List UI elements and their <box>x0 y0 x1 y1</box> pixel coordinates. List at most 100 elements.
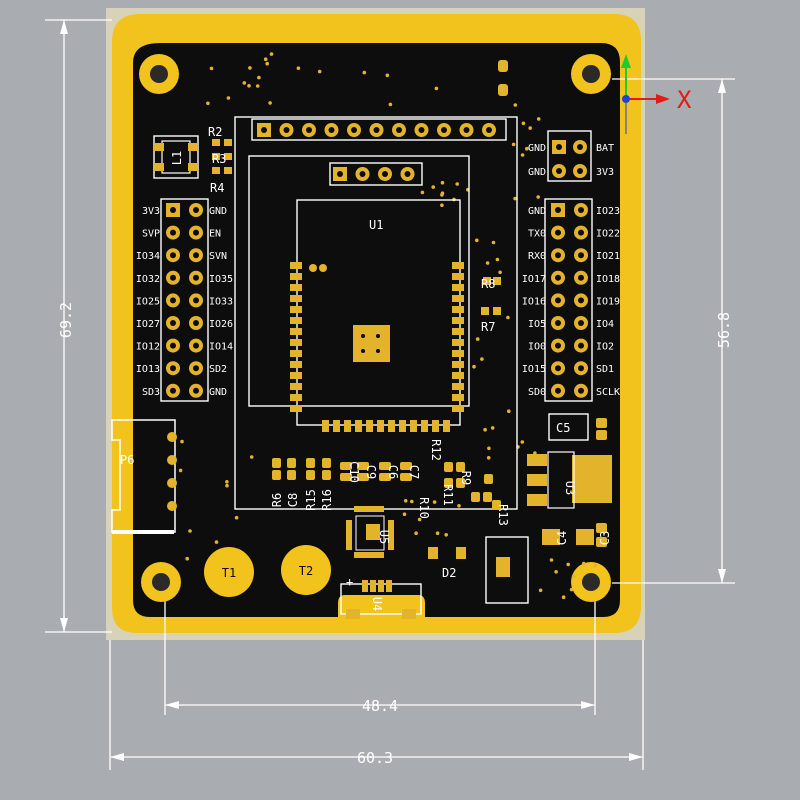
pin-label: IO5 <box>528 319 546 330</box>
header-pin <box>189 361 203 376</box>
header-pin <box>551 203 565 217</box>
via <box>495 257 500 262</box>
via <box>520 153 525 157</box>
module-pad-bottom <box>366 420 373 432</box>
label-c3: C3 <box>598 531 612 545</box>
header-pin <box>552 140 566 154</box>
pin-label: IO25 <box>136 296 160 307</box>
via <box>402 512 407 516</box>
header-pin <box>573 164 587 178</box>
pin-label: IO27 <box>136 319 160 330</box>
via <box>571 574 576 579</box>
via <box>533 451 537 455</box>
via <box>528 126 532 130</box>
via <box>483 427 487 432</box>
via <box>180 439 184 444</box>
via <box>410 499 414 504</box>
via <box>440 191 445 195</box>
pin-label: IO35 <box>209 274 233 285</box>
label-c9: C9 <box>364 465 378 479</box>
via <box>362 70 367 75</box>
pin-label: IO19 <box>596 296 620 307</box>
module-pad-left <box>290 295 302 302</box>
pin-label: 3V3 <box>142 206 160 217</box>
header-pin <box>166 293 180 308</box>
module-via <box>309 264 317 272</box>
via <box>317 69 322 74</box>
via <box>538 588 543 593</box>
via <box>269 52 274 56</box>
via <box>536 117 541 121</box>
pin-label: SVP <box>142 229 160 240</box>
module-pad-bottom <box>355 420 362 432</box>
label-r8: R8 <box>481 277 495 291</box>
label-c8: C8 <box>286 493 300 507</box>
header-pin <box>574 383 588 398</box>
via <box>507 409 511 414</box>
via <box>475 337 480 341</box>
pin-label: IO34 <box>136 251 160 262</box>
via <box>520 440 525 444</box>
label-t1: T1 <box>222 566 236 580</box>
label-r11: R11 <box>441 484 455 506</box>
via <box>593 563 598 568</box>
pin-label: IO0 <box>528 342 546 353</box>
resistor-pads-r2-r4 <box>212 139 232 174</box>
label-r9: R9 <box>459 471 473 485</box>
pin-headers <box>166 123 588 398</box>
via <box>242 81 247 85</box>
header-pin <box>574 248 588 263</box>
via <box>444 533 449 537</box>
label-c7: C7 <box>407 465 421 479</box>
via <box>214 540 219 544</box>
programming-header-pin <box>355 167 370 181</box>
pin-label: IO22 <box>596 229 620 240</box>
pin-label: IO32 <box>136 274 160 285</box>
axis-x-label: X <box>677 86 692 114</box>
label-r13: R13 <box>496 504 510 526</box>
top-header-pin <box>459 123 474 137</box>
pin-label: SD0 <box>528 387 546 398</box>
header-pin <box>574 203 588 217</box>
label-c10: C10 <box>347 461 361 483</box>
label-r16: R16 <box>320 489 334 511</box>
module-pad-bottom <box>322 420 329 432</box>
label-r12: R12 <box>429 439 443 461</box>
pin-label: IO17 <box>522 274 546 285</box>
header-pin <box>189 316 203 330</box>
pin-label: IO23 <box>596 206 620 217</box>
via <box>225 480 229 484</box>
top-header-pin <box>302 123 316 137</box>
via <box>185 556 189 561</box>
top-header-pin <box>369 123 384 137</box>
module-pad-right <box>452 328 464 335</box>
dimension-hole-pitch-horizontal: 48.4 <box>362 697 398 715</box>
label-t2: T2 <box>299 564 313 578</box>
top-header-pin <box>324 123 339 137</box>
via <box>475 238 479 243</box>
connector-p6 <box>111 419 177 534</box>
pin-label: IO15 <box>522 364 546 375</box>
via <box>420 190 425 195</box>
label-r15: R15 <box>304 489 318 511</box>
header-pin <box>189 203 203 217</box>
via <box>498 270 502 275</box>
via <box>440 180 445 185</box>
pin-label: IO4 <box>596 319 614 330</box>
module-pad-bottom <box>443 420 450 432</box>
via <box>511 142 516 147</box>
pin-label: GND <box>528 167 546 178</box>
module-pad-right <box>452 262 464 269</box>
header-pin <box>166 225 180 240</box>
label-u4: U4 <box>370 597 384 611</box>
label-u3: U3 <box>563 481 577 495</box>
module-ground-pad <box>353 325 390 362</box>
header-pin <box>166 383 180 398</box>
header-pin <box>189 270 203 285</box>
via <box>561 595 566 599</box>
pin-label: TX0 <box>528 229 546 240</box>
module-pads <box>290 262 464 432</box>
via <box>403 499 408 503</box>
top-header-pin <box>414 123 429 137</box>
